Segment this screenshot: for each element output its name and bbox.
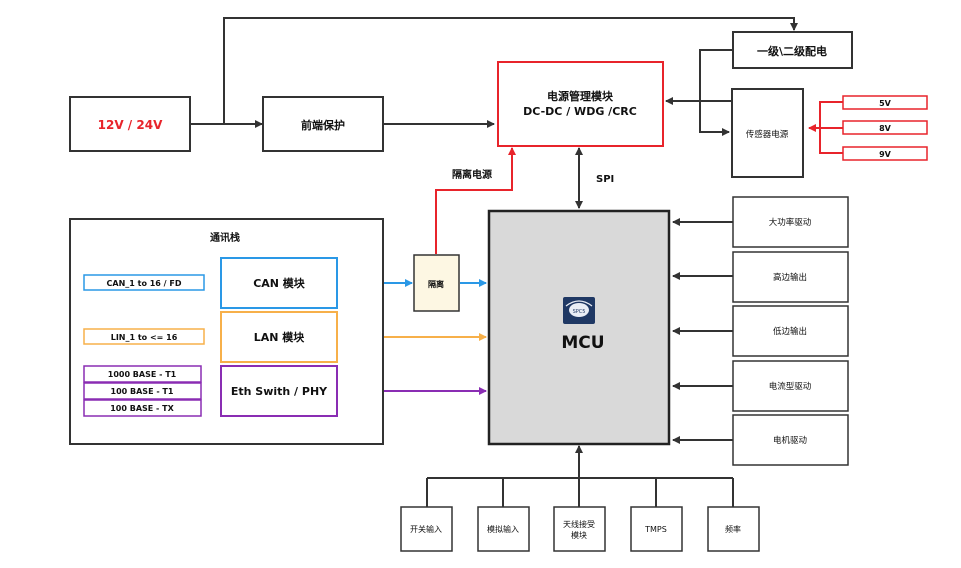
input-switch: 开关输入 [400, 506, 453, 552]
output-motor-drive: 电机驱动 [732, 414, 849, 466]
connector-distribution-to-sensor [699, 49, 732, 136]
svg-text:9V: 9V [879, 150, 892, 159]
sensor-supply-label: 传感器电源 [746, 129, 789, 140]
input-analog: 模拟输入 [477, 506, 530, 552]
output-low-side: 低边输出 [732, 305, 849, 357]
svg-text:5V: 5V [879, 99, 892, 108]
input-tmps: TMPS [630, 506, 683, 552]
svg-text:100 BASE - T1: 100 BASE - T1 [111, 387, 174, 396]
svg-text:8V: 8V [879, 124, 892, 133]
can-module-box: CAN 模块 [220, 257, 338, 309]
svg-text:100 BASE - TX: 100 BASE - TX [110, 404, 174, 413]
svg-text:模拟输入: 模拟输入 [487, 524, 519, 534]
svg-text:电流型驱动: 电流型驱动 [769, 381, 812, 392]
output-high-power-drive: 大功率驱动 [732, 196, 849, 248]
pmu-title: 电源管理模块 [547, 89, 614, 103]
comm-stack-title: 通讯栈 [210, 231, 240, 244]
svg-text:TMPS: TMPS [644, 525, 667, 534]
svg-text:隔离: 隔离 [428, 279, 444, 289]
svg-text:高边输出: 高边输出 [773, 272, 807, 283]
svg-text:Eth Swith / PHY: Eth Swith / PHY [231, 385, 328, 398]
front-protection-box: 前端保护 [262, 96, 384, 152]
svg-text:模块: 模块 [571, 530, 587, 540]
front-protection-label: 前端保护 [301, 118, 345, 132]
mcu-logo: SPC5 [563, 297, 595, 324]
sensor-voltage-5v: 5V [842, 95, 928, 110]
connector-outputs [672, 218, 733, 444]
svg-text:开关输入: 开关输入 [410, 524, 442, 534]
output-high-side: 高边输出 [732, 251, 849, 303]
mcu-label: MCU [561, 333, 604, 353]
eth-input-box-2: 100 BASE - T1 [83, 382, 202, 400]
connector-isolated-supply [435, 147, 516, 254]
spi-label: SPI [596, 174, 614, 185]
svg-text:电机驱动: 电机驱动 [773, 435, 808, 446]
svg-text:CAN 模块: CAN 模块 [253, 276, 306, 290]
svg-text:天线接受: 天线接受 [563, 519, 595, 529]
eth-input-box-1: 1000 BASE - T1 [83, 365, 202, 383]
isolated-supply-label: 隔离电源 [452, 168, 492, 181]
input-frequency: 频率 [707, 506, 760, 552]
svg-text:频率: 频率 [725, 524, 741, 534]
sensor-supply-box: 传感器电源 [731, 88, 804, 178]
sensor-voltage-9v: 9V [842, 146, 928, 161]
power-management-box: 电源管理模块 DC-DC / WDG /CRC [497, 61, 664, 147]
pmu-subtitle: DC-DC / WDG /CRC [523, 105, 637, 118]
connector-input-to-distribution [223, 17, 798, 124]
output-current-drive: 电流型驱动 [732, 360, 849, 412]
sensor-voltage-connectors [808, 101, 843, 154]
sensor-voltage-8v: 8V [842, 120, 928, 135]
svg-text:LAN 模块: LAN 模块 [254, 330, 306, 344]
eth-input-box-3: 100 BASE - TX [83, 399, 202, 417]
isolation-box: 隔离 [413, 254, 460, 312]
svg-text:CAN_1 to 16 / FD: CAN_1 to 16 / FD [107, 279, 182, 288]
lan-module-box: LAN 模块 [220, 311, 338, 363]
svg-text:LIN_1 to <= 16: LIN_1 to <= 16 [111, 333, 178, 342]
svg-text:大功率驱动: 大功率驱动 [769, 217, 812, 228]
mcu-box: SPC5 MCU [487, 209, 671, 446]
input-antenna-receiver: 天线接受 模块 [553, 506, 606, 552]
can-input-box: CAN_1 to 16 / FD [83, 274, 205, 291]
svg-text:SPC5: SPC5 [573, 309, 586, 315]
svg-text:低边输出: 低边输出 [773, 326, 807, 337]
input-voltage-box: 12V / 24V [69, 96, 191, 152]
svg-text:1000 BASE - T1: 1000 BASE - T1 [108, 370, 177, 379]
distribution-label: 一级\二级配电 [757, 44, 827, 58]
eth-module-box: Eth Swith / PHY [220, 365, 338, 417]
connector-inputs [426, 445, 734, 507]
lin-input-box: LIN_1 to <= 16 [83, 328, 205, 345]
input-voltage-label: 12V / 24V [98, 118, 163, 132]
distribution-box: 一级\二级配电 [732, 31, 853, 69]
